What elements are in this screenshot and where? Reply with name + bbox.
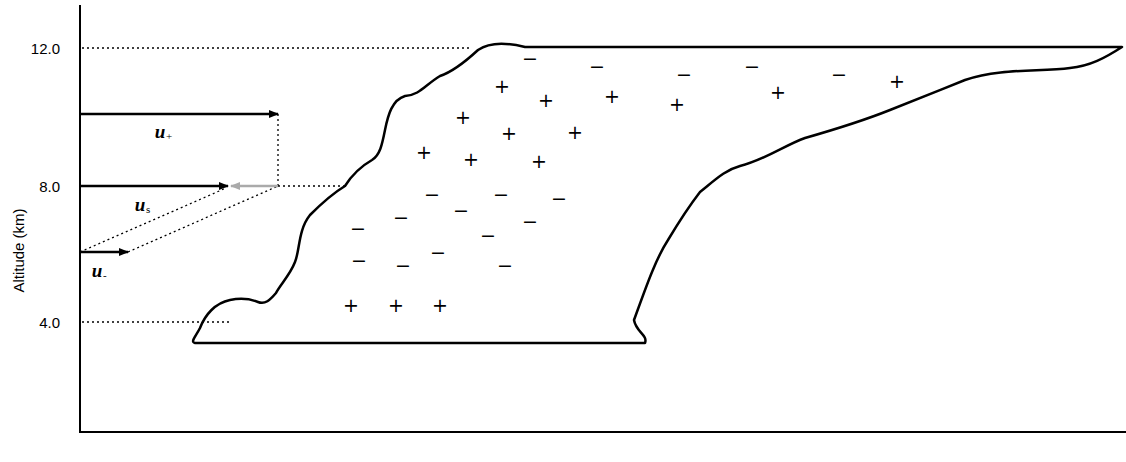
charge-sign: − xyxy=(453,201,469,220)
charge-sign: − xyxy=(831,65,847,84)
charge-sign: + xyxy=(343,296,359,315)
charge-sign: − xyxy=(424,185,440,204)
charge-sign: + xyxy=(455,108,471,127)
tick-label: 12.0 xyxy=(31,41,60,56)
charge-sign: + xyxy=(432,296,448,315)
charge-sign: + xyxy=(669,95,685,114)
vector-subscript: s xyxy=(146,204,150,215)
charge-sign: − xyxy=(522,49,538,68)
altitude-axis xyxy=(79,5,81,432)
charge-sign: − xyxy=(351,251,367,270)
vector-symbol: u xyxy=(155,122,166,141)
charge-sign: − xyxy=(744,57,760,76)
wind-vector-upper xyxy=(80,113,278,116)
wind-vector-storm xyxy=(80,185,228,188)
vector-subscript: - xyxy=(103,270,107,281)
charge-sign: + xyxy=(494,77,510,96)
charge-sign: + xyxy=(770,83,786,102)
charge-sign: + xyxy=(388,296,404,315)
wind-vector-lower xyxy=(80,251,128,254)
charge-sign: − xyxy=(480,226,496,245)
charge-sign: − xyxy=(497,256,513,275)
vector-subscript: + xyxy=(166,131,172,142)
tick-label: 4.0 xyxy=(39,315,60,330)
guide-lines xyxy=(80,48,472,322)
wind-difference-vector xyxy=(231,185,278,188)
charge-sign: − xyxy=(430,243,446,262)
charge-sign: + xyxy=(889,72,905,91)
charge-sign: + xyxy=(501,124,517,143)
charge-sign: − xyxy=(395,256,411,275)
ground-axis xyxy=(79,431,1126,433)
vector-symbol: u xyxy=(92,261,103,280)
tick-label: 8.0 xyxy=(39,179,60,194)
charge-sign: − xyxy=(522,212,538,231)
charge-sign: − xyxy=(393,208,409,227)
charge-sign: + xyxy=(531,152,547,171)
charge-sign: + xyxy=(538,91,554,110)
charge-sign: + xyxy=(416,143,432,162)
charge-sign: + xyxy=(463,150,479,169)
cloud-outline xyxy=(193,44,1122,343)
charge-sign: + xyxy=(567,123,583,142)
charge-sign: + xyxy=(604,87,620,106)
charge-sign: − xyxy=(676,65,692,84)
charge-sign: − xyxy=(551,189,567,208)
charge-sign: − xyxy=(589,57,605,76)
charge-sign: − xyxy=(493,185,509,204)
axis-title: Altitude (km) xyxy=(11,208,26,292)
charge-sign: − xyxy=(350,219,366,238)
vector-symbol: u xyxy=(135,195,146,214)
